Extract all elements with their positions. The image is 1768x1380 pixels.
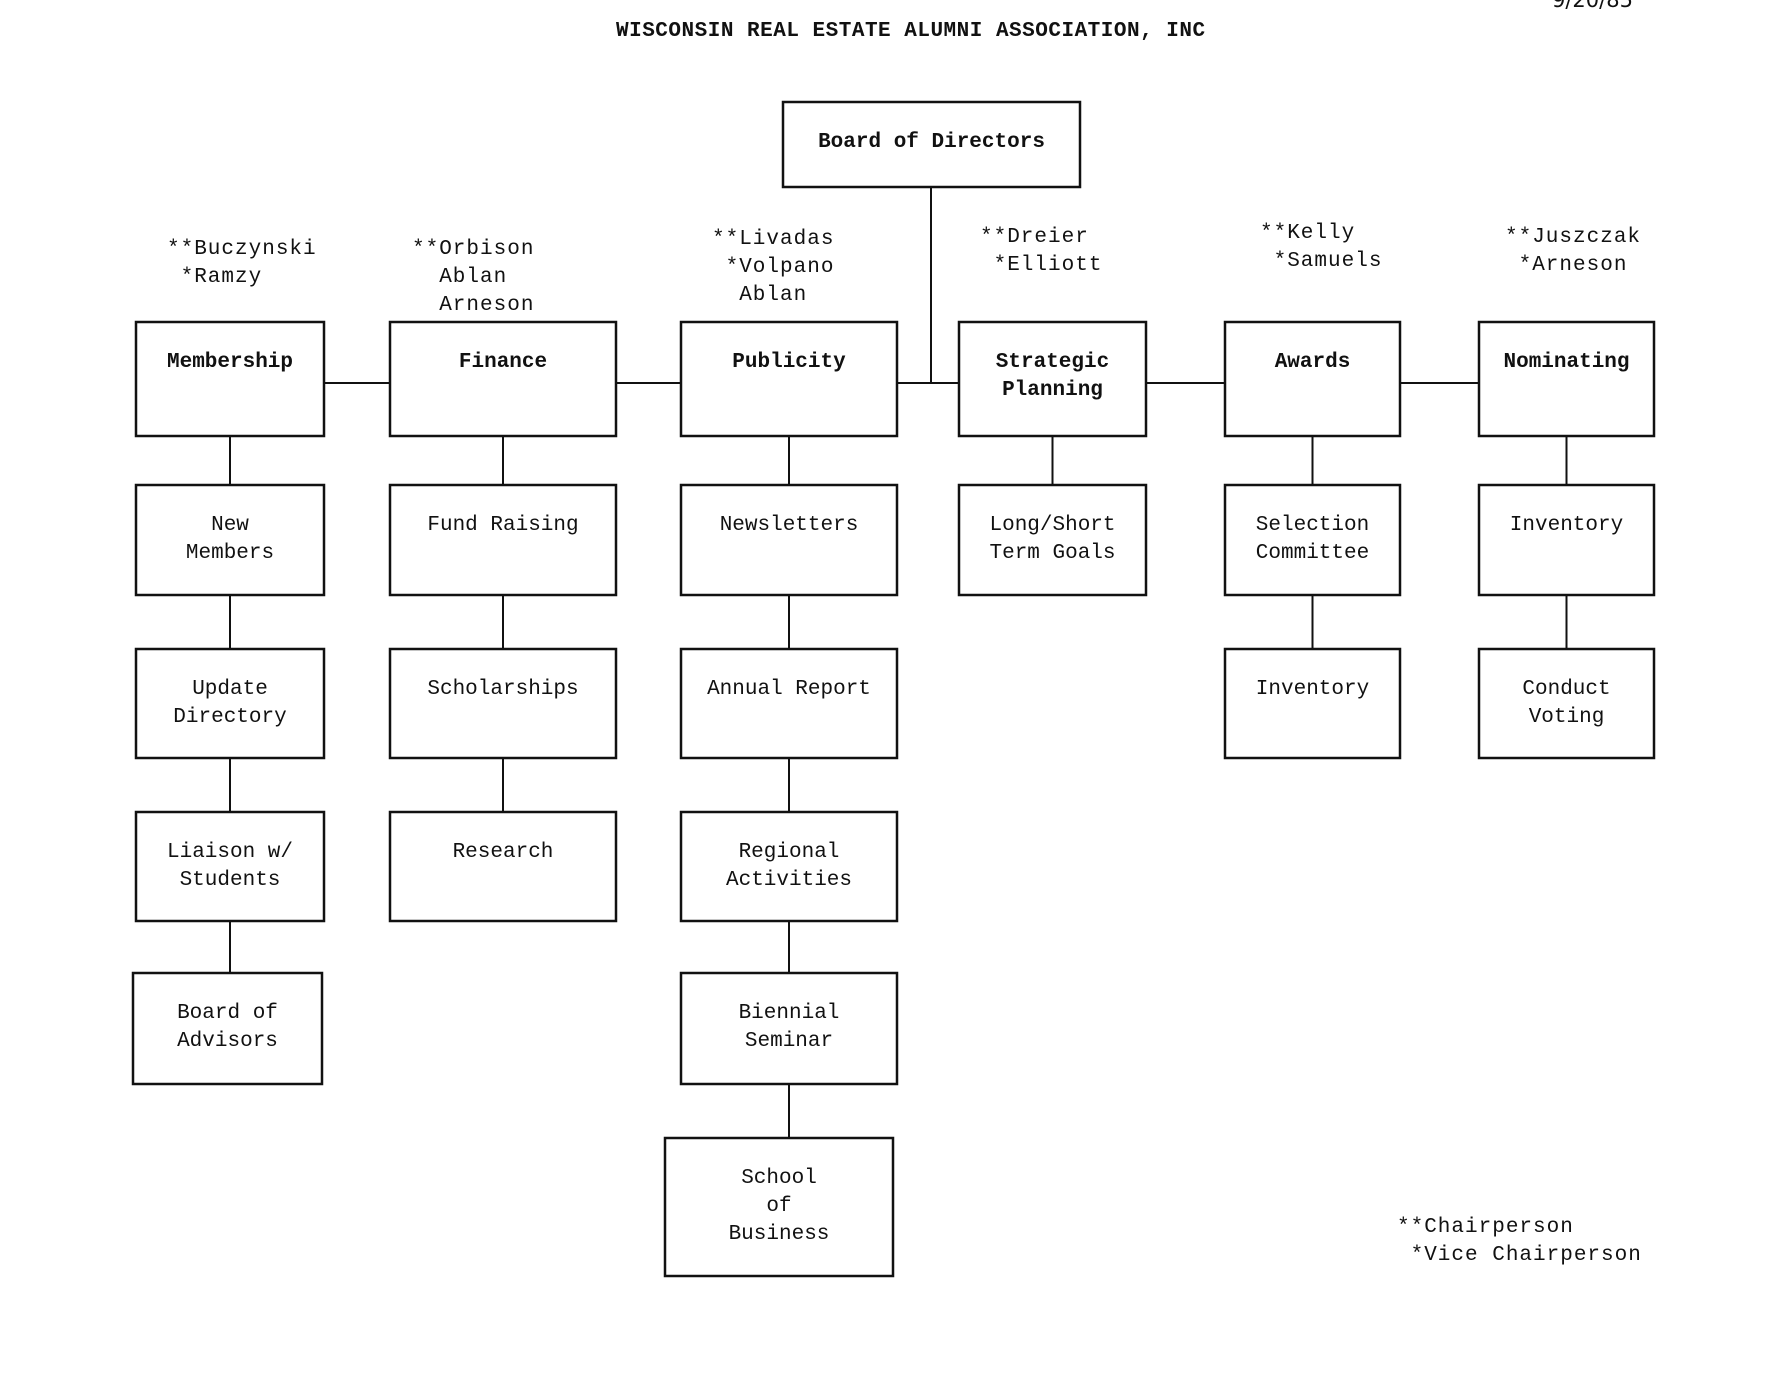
officer-name: *Ramzy	[167, 266, 263, 289]
subunit-strategic-planning-0-frame	[957, 483, 1148, 597]
officer-name: **Juszczak	[1505, 226, 1642, 249]
subunit-finance-0-label: Fund Raising	[427, 514, 578, 537]
subunit-membership-1-frame	[134, 647, 326, 760]
committee-finance-box-frame	[388, 320, 618, 438]
committee-nominating-box-frame	[1477, 320, 1656, 438]
officer-name: *Elliott	[980, 254, 1103, 277]
subunit-awards-0-frame	[1223, 483, 1402, 597]
officers-nominating: **Juszczak *Arneson	[1505, 224, 1641, 280]
committee-membership-box-frame	[134, 320, 326, 438]
subunit-finance-1-frame	[388, 647, 618, 760]
subunit-awards-1-frame	[1223, 647, 1402, 760]
subunit-awards-1-label: Inventory	[1256, 678, 1369, 701]
officer-name: **Buczynski	[167, 238, 317, 261]
legend: **Chairperson *Vice Chairperson	[1397, 1214, 1642, 1270]
officer-name: **Livadas	[712, 228, 835, 251]
subunit-publicity-1: Annual Report	[679, 647, 899, 760]
committee-awards-box: Awards	[1223, 320, 1402, 438]
board-of-directors-box: Board of Directors	[781, 100, 1082, 189]
legend-chairperson: **Chairperson	[1397, 1216, 1574, 1239]
committee-awards-box-frame	[1223, 320, 1402, 438]
committee-publicity-box: Publicity	[679, 320, 899, 438]
officers-strategic-planning: **Dreier *Elliott	[980, 224, 1102, 280]
subunit-nominating-0: Inventory	[1477, 483, 1656, 597]
subunit-nominating-1-frame	[1477, 647, 1656, 760]
subunit-publicity-0: Newsletters	[679, 483, 899, 597]
document-title: WISCONSIN REAL ESTATE ALUMNI ASSOCIATION…	[616, 20, 1206, 43]
subunit-membership-3-frame	[131, 971, 324, 1086]
subunit-publicity-0-frame	[679, 483, 899, 597]
subunit-nominating-0-frame	[1477, 483, 1656, 597]
subunit-nominating-0-label: Inventory	[1510, 514, 1623, 537]
officers-membership: **Buczynski *Ramzy	[167, 236, 317, 292]
subunit-publicity-0-label: Newsletters	[720, 514, 859, 537]
subunit-finance-0: Fund Raising	[388, 483, 618, 597]
subunit-finance-2-label: Research	[453, 841, 554, 864]
officer-name: *Volpano	[712, 256, 835, 279]
officer-name: Arneson	[412, 294, 535, 317]
officers-publicity: **Livadas *Volpano Ablan	[712, 226, 834, 310]
subunit-membership-0-frame	[134, 483, 326, 597]
committee-finance-box: Finance	[388, 320, 618, 438]
committee-membership-box-label: Membership	[167, 351, 293, 374]
document-date: 9/20/85	[1552, 0, 1633, 12]
subunit-awards-1: Inventory	[1223, 647, 1402, 760]
committee-publicity-box-label: Publicity	[732, 351, 846, 374]
committee-nominating-box-label: Nominating	[1503, 351, 1629, 374]
subunit-publicity-1-frame	[679, 647, 899, 760]
officer-name: Ablan	[712, 284, 808, 307]
officer-name: Ablan	[412, 266, 508, 289]
committee-membership-box: Membership	[134, 320, 326, 438]
committee-publicity-box-frame	[679, 320, 899, 438]
officers-finance: **Orbison Ablan Arneson	[412, 236, 534, 320]
officer-name: *Arneson	[1505, 254, 1628, 277]
subunit-publicity-4-frame	[663, 1136, 895, 1278]
officer-name: **Dreier	[980, 226, 1089, 249]
subunit-finance-2-frame	[388, 810, 618, 923]
subunit-membership-2-label: Liaison w/Students	[167, 841, 293, 892]
subunit-finance-0-frame	[388, 483, 618, 597]
subunit-finance-1-label: Scholarships	[427, 678, 578, 701]
committee-finance-box-label: Finance	[459, 351, 547, 374]
committee-awards-box-label: Awards	[1275, 351, 1351, 374]
subunit-finance-2: Research	[388, 810, 618, 923]
legend-vice-chairperson: *Vice Chairperson	[1397, 1244, 1642, 1267]
subunit-publicity-3-frame	[679, 971, 899, 1086]
officers-awards: **Kelly *Samuels	[1260, 220, 1382, 276]
board-of-directors-box-label: Board of Directors	[818, 131, 1045, 154]
subunit-finance-1: Scholarships	[388, 647, 618, 760]
subunit-membership-2: Liaison w/Students	[134, 810, 326, 923]
board-of-directors-box-frame	[781, 100, 1082, 189]
committee-strategic-planning-box-frame	[957, 320, 1148, 438]
committee-nominating-box: Nominating	[1477, 320, 1656, 438]
subunit-publicity-2-frame	[679, 810, 899, 923]
officer-name: **Orbison	[412, 238, 535, 261]
officer-name: *Samuels	[1260, 250, 1383, 273]
subunit-membership-2-frame	[134, 810, 326, 923]
subunit-publicity-1-label: Annual Report	[707, 678, 871, 701]
officer-name: **Kelly	[1260, 222, 1356, 245]
